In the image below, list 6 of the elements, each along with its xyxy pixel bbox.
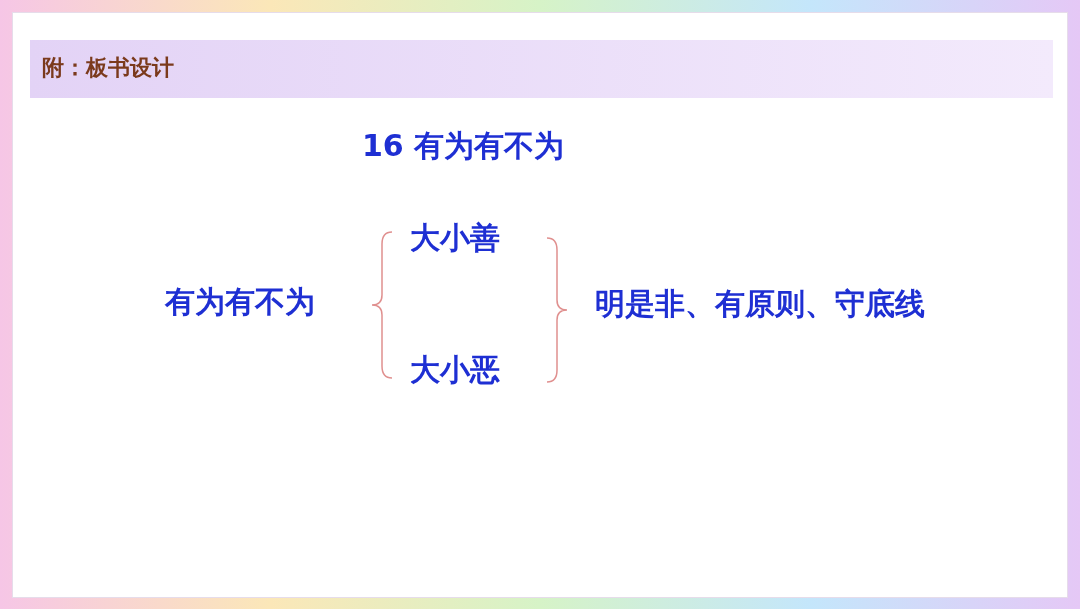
branch-text: 大小恶 [410,352,500,388]
branch-text: 大小善 [410,220,500,256]
topic-text: 有为有不为 [165,284,315,320]
conclusion-text: 明是非、有原则、守底线 [595,286,925,322]
header-text: 附：板书设计 [42,54,174,81]
title: 16 有为有不为 [362,128,565,164]
